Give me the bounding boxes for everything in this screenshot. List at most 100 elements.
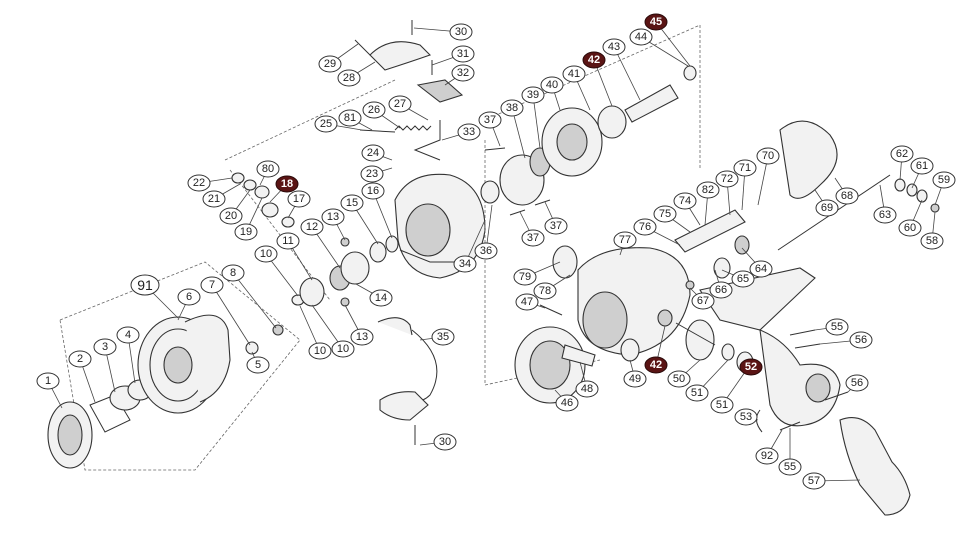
callout-number: 50 bbox=[673, 373, 685, 385]
part-callout-37: 37 bbox=[544, 217, 568, 235]
callout-ellipse bbox=[361, 182, 385, 200]
part-callout-19: 19 bbox=[234, 223, 258, 241]
callout-number: 72 bbox=[721, 173, 733, 185]
callout-number: 15 bbox=[346, 197, 358, 209]
callout-ellipse bbox=[453, 255, 477, 273]
callout-number: 21 bbox=[208, 193, 220, 205]
callout-number: 60 bbox=[904, 222, 916, 234]
callout-number: 59 bbox=[938, 174, 950, 186]
bail-drawing bbox=[377, 317, 413, 336]
callout-ellipse bbox=[845, 374, 869, 392]
callout-number: 3 bbox=[102, 341, 108, 353]
callout-number: 6 bbox=[186, 291, 192, 303]
callout-number: 51 bbox=[691, 387, 703, 399]
body-assembly bbox=[514, 120, 940, 516]
callout-ellipse bbox=[276, 232, 300, 250]
part-callout-91: 91 bbox=[130, 274, 160, 296]
part-callout-58: 58 bbox=[920, 232, 944, 250]
callout-ellipse bbox=[360, 165, 384, 183]
callout-ellipse bbox=[308, 342, 332, 360]
callout-ellipse bbox=[739, 358, 763, 376]
callout-ellipse bbox=[221, 264, 245, 282]
part-callout-42: 42 bbox=[582, 51, 606, 69]
callout-number: 65 bbox=[737, 273, 749, 285]
callout-number: 42 bbox=[588, 54, 600, 66]
guard-drawing bbox=[561, 344, 596, 367]
bail-wire-drawing bbox=[404, 329, 438, 403]
part-callout-80: 80 bbox=[256, 160, 280, 178]
callout-ellipse bbox=[515, 293, 539, 311]
part-callout-31: 31 bbox=[451, 45, 475, 63]
spool-cap-inner bbox=[57, 414, 83, 456]
clip-drawing bbox=[756, 409, 763, 433]
callout-number: 82 bbox=[702, 184, 714, 196]
callout-ellipse bbox=[755, 447, 779, 465]
callout-number: 16 bbox=[367, 185, 379, 197]
callout-ellipse bbox=[873, 206, 897, 224]
rotor-assembly bbox=[224, 79, 486, 445]
callout-ellipse bbox=[733, 159, 757, 177]
callout-ellipse bbox=[932, 171, 956, 189]
callout-number: 22 bbox=[193, 177, 205, 189]
callout-ellipse bbox=[275, 175, 299, 193]
part-callout-36: 36 bbox=[474, 242, 498, 260]
screw-drawing bbox=[484, 147, 506, 151]
callout-ellipse bbox=[521, 229, 545, 247]
part-callout-26: 26 bbox=[362, 101, 386, 119]
part-callout-30: 30 bbox=[433, 433, 457, 451]
callout-ellipse bbox=[449, 23, 473, 41]
callout-number: 30 bbox=[439, 436, 451, 448]
callout-number: 40 bbox=[546, 79, 558, 91]
callout-ellipse bbox=[500, 99, 524, 117]
part-callout-81: 81 bbox=[338, 109, 362, 127]
part-callout-37: 37 bbox=[521, 229, 545, 247]
callout-number: 1 bbox=[45, 375, 51, 387]
pinion-assembly bbox=[480, 24, 701, 386]
callout-number: 34 bbox=[459, 258, 471, 270]
part-callout-10: 10 bbox=[331, 340, 355, 358]
callout-ellipse bbox=[369, 289, 393, 307]
part-callout-61: 61 bbox=[910, 157, 934, 175]
part-callout-75: 75 bbox=[653, 205, 677, 223]
callout-number: 38 bbox=[506, 102, 518, 114]
screw-drawing bbox=[779, 421, 801, 431]
disc-drawing bbox=[340, 251, 370, 285]
spool-skirt-drawing bbox=[184, 314, 231, 403]
callout-ellipse bbox=[756, 147, 780, 165]
callout-ellipse bbox=[474, 242, 498, 260]
part-callout-69: 69 bbox=[815, 199, 839, 217]
callout-ellipse bbox=[731, 270, 755, 288]
callout-number: 11 bbox=[282, 235, 293, 247]
callout-ellipse bbox=[734, 408, 758, 426]
part-callout-3: 3 bbox=[93, 338, 117, 356]
callout-ellipse bbox=[521, 86, 545, 104]
drive-gear-inner-drawing bbox=[529, 340, 571, 390]
callout-ellipse bbox=[337, 69, 361, 87]
callout-number: 76 bbox=[639, 221, 651, 233]
worm-shaft-drawing bbox=[674, 209, 746, 253]
callout-number: 74 bbox=[679, 195, 691, 207]
body-plate-drawing bbox=[699, 267, 816, 331]
part-callout-12: 12 bbox=[300, 218, 324, 236]
callout-number: 12 bbox=[306, 221, 318, 233]
callout-number: 80 bbox=[262, 163, 274, 175]
callout-number: 56 bbox=[851, 377, 863, 389]
callout-ellipse bbox=[815, 199, 839, 217]
callout-number: 35 bbox=[437, 331, 449, 343]
part-callout-41: 41 bbox=[562, 65, 586, 83]
callout-ellipse bbox=[321, 208, 345, 226]
leader-line-8 bbox=[232, 272, 277, 329]
callout-ellipse bbox=[287, 190, 311, 208]
part-callout-51: 51 bbox=[710, 396, 734, 414]
callout-ellipse bbox=[696, 181, 720, 199]
part-callout-55: 55 bbox=[825, 318, 849, 336]
part-callout-7: 7 bbox=[200, 276, 224, 294]
callout-ellipse bbox=[890, 145, 914, 163]
callout-number: 58 bbox=[926, 235, 938, 247]
part-callout-52: 52 bbox=[739, 358, 763, 376]
part-callout-22: 22 bbox=[187, 174, 211, 192]
callout-number: 5 bbox=[255, 359, 261, 371]
